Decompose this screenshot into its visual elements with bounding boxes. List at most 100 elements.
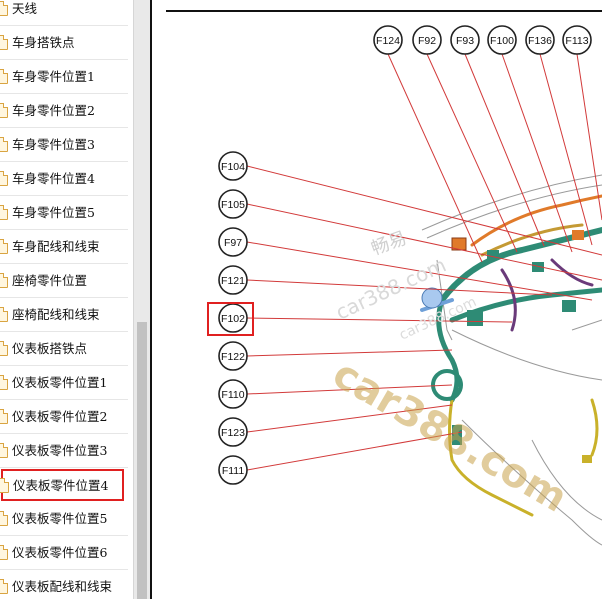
sidebar-item[interactable]: 仪表板零件位置5 — [0, 502, 128, 536]
callout-highlight-box — [207, 302, 254, 336]
sidebar-item-label: 仪表板零件位置1 — [12, 375, 108, 390]
callout-text: F123 — [221, 427, 245, 439]
leader-line — [246, 241, 593, 301]
diagram-canvas: 畅易 car388.com car388.com car388.com F124… — [166, 10, 602, 546]
wire-harness — [420, 194, 602, 517]
sidebar-item[interactable]: 车身零件位置3 — [0, 128, 128, 162]
document-icon — [0, 478, 9, 493]
sidebar-item[interactable]: 车身零件位置2 — [0, 94, 128, 128]
leader-lines — [246, 53, 602, 471]
callout-label: F104 — [218, 151, 248, 181]
callout-text: F111 — [222, 465, 245, 477]
document-icon — [0, 171, 8, 186]
callout-text: F102 — [221, 313, 245, 325]
sidebar-item[interactable]: 仪表板零件位置4 — [0, 469, 124, 501]
leader-line — [539, 53, 593, 246]
sidebar-item-label: 天线 — [12, 1, 38, 16]
callout-text: F122 — [221, 351, 245, 363]
sidebar-item[interactable]: 车身零件位置5 — [0, 196, 128, 230]
document-icon — [0, 375, 8, 390]
sidebar-item-label: 仪表板零件位置6 — [12, 545, 108, 560]
sidebar-item[interactable]: 仪表板配线和线束 — [0, 570, 128, 599]
sidebar-item[interactable]: 车身零件位置4 — [0, 162, 128, 196]
callout-label: F124 — [373, 25, 403, 55]
callout-label: F110 — [218, 379, 248, 409]
callout-label: F93 — [450, 25, 480, 55]
callout-text: F93 — [456, 35, 474, 47]
sidebar-item[interactable]: 车身零件位置1 — [0, 60, 128, 94]
leader-line — [387, 53, 483, 263]
sidebar-item[interactable]: 仪表板零件位置3 — [0, 434, 128, 468]
leader-line — [576, 53, 602, 221]
sidebar-item-label: 车身搭铁点 — [12, 35, 75, 50]
leader-line — [426, 53, 518, 253]
leader-line — [246, 317, 513, 323]
sidebar-item-label: 车身零件位置1 — [12, 69, 95, 84]
sidebar-item[interactable]: 座椅配线和线束 — [0, 298, 128, 332]
callout-label: F97 — [218, 227, 248, 257]
scrollbar-thumb[interactable] — [137, 322, 147, 599]
leader-line — [246, 431, 463, 471]
sidebar-tree: 天线车身搭铁点车身零件位置1 车身零件位置2 车身零件位置3 车身零件位置4 车身零件位… — [0, 0, 133, 599]
sidebar-item[interactable]: 仪表板搭铁点 — [0, 332, 128, 366]
sidebar-item[interactable]: 天线 — [0, 0, 128, 26]
callouts: F124 F92 F93 F100 F136 F113F104F105F97F121F10… — [218, 25, 592, 485]
sidebar-item-label: 仪表板搭铁点 — [12, 341, 88, 356]
callout-label: F102 — [218, 303, 248, 333]
sidebar-item-label: 车身零件位置2 — [12, 103, 95, 118]
callout-label: F111 — [218, 455, 248, 485]
document-icon — [0, 103, 8, 118]
document-icon — [0, 307, 8, 322]
leader-line — [246, 279, 553, 296]
sidebar-item-label: 仪表板零件位置2 — [12, 409, 108, 424]
sidebar-item-label: 仪表板配线和线束 — [12, 579, 113, 594]
leader-line — [246, 203, 602, 281]
sidebar-item-label: 车身零件位置3 — [12, 137, 95, 152]
callout-label: F122 — [218, 341, 248, 371]
sidebar-item-label: 仪表板零件位置4 — [13, 478, 109, 493]
callout-label: F121 — [218, 265, 248, 295]
callout-label: F92 — [412, 25, 442, 55]
callout-text: F121 — [221, 275, 245, 287]
leader-line — [246, 404, 453, 433]
callout-label: F113 — [562, 25, 592, 55]
pane-divider[interactable] — [150, 0, 152, 599]
vehicle-outline — [421, 174, 602, 546]
document-icon — [0, 69, 8, 84]
document-icon — [0, 579, 8, 594]
sidebar-scrollbar[interactable] — [133, 0, 150, 599]
leader-line — [246, 165, 602, 256]
document-icon — [0, 35, 8, 50]
wiring-diagram: 畅易 car388.com car388.com car388.com F124… — [152, 0, 602, 599]
callout-label: F136 — [525, 25, 555, 55]
callout-text: F100 — [490, 35, 514, 47]
sidebar-item[interactable]: 车身搭铁点 — [0, 26, 128, 60]
callout-text: F124 — [376, 35, 400, 47]
document-icon — [0, 273, 8, 288]
leader-line — [246, 349, 453, 357]
callout-text: F136 — [528, 35, 552, 47]
sidebar-item-label: 座椅零件位置 — [12, 273, 88, 288]
sidebar-item[interactable]: 仪表板零件位置6 — [0, 536, 128, 570]
callout-label: F105 — [218, 189, 248, 219]
document-icon — [0, 205, 8, 220]
sidebar-item[interactable]: 仪表板零件位置2 — [0, 400, 128, 434]
callout-text: F105 — [221, 199, 245, 211]
sidebar-item-label: 仪表板零件位置5 — [12, 511, 108, 526]
callout-text: F110 — [221, 389, 244, 401]
document-icon — [0, 1, 8, 16]
document-icon — [0, 443, 8, 458]
document-icon — [0, 511, 8, 526]
leader-line — [246, 384, 453, 395]
leader-line — [464, 53, 545, 247]
watermark-text: 畅易 — [369, 228, 410, 260]
callout-text: F104 — [221, 161, 245, 173]
sidebar-item-label: 车身零件位置4 — [12, 171, 95, 186]
document-icon — [0, 545, 8, 560]
leader-line — [501, 53, 573, 253]
sidebar-item[interactable]: 车身配线和线束 — [0, 230, 128, 264]
sidebar-item-label: 车身零件位置5 — [12, 205, 95, 220]
callout-label: F100 — [487, 25, 517, 55]
sidebar-item[interactable]: 仪表板零件位置1 — [0, 366, 128, 400]
sidebar-item[interactable]: 座椅零件位置 — [0, 264, 128, 298]
